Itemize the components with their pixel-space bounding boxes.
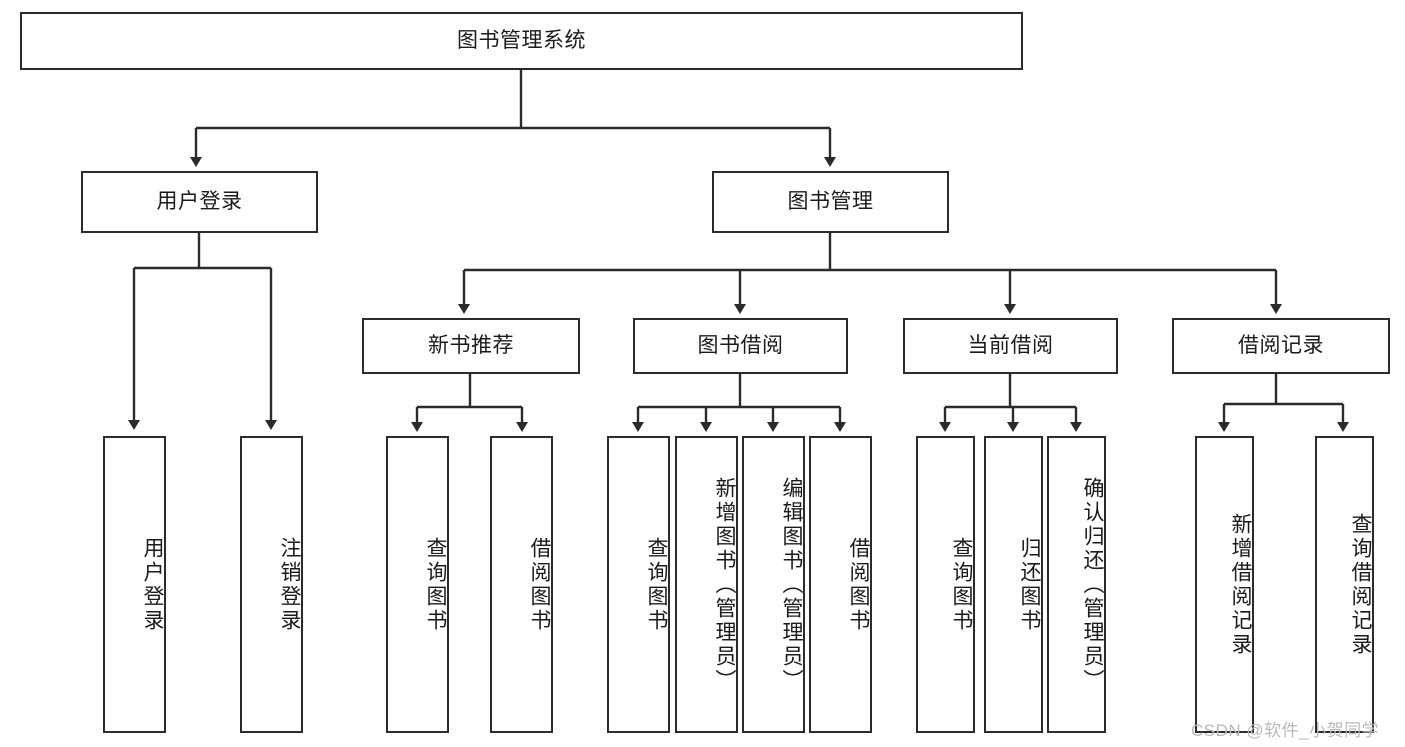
csdn-watermark: CSDN @软件_小贺同学 [1191,721,1380,740]
node-user-login[interactable]: 用户登录 [81,171,318,233]
leaf-borrow-book-borrow[interactable]: 借阅图书 [809,436,872,733]
node-borrow-record[interactable]: 借阅记录 [1172,318,1390,374]
node-new-book-recommend[interactable]: 新书推荐 [362,318,580,374]
leaf-query-book-current[interactable]: 查询图书 [916,436,975,733]
node-current-borrow[interactable]: 当前借阅 [903,318,1118,374]
leaf-user-login[interactable]: 用户登录 [103,436,166,733]
leaf-borrow-book-recommend[interactable]: 借阅图书 [490,436,553,733]
leaf-confirm-return-admin[interactable]: 确认归还（管理员） [1047,436,1106,733]
leaf-edit-book-admin[interactable]: 编辑图书（管理员） [742,436,805,733]
leaf-query-book-recommend[interactable]: 查询图书 [386,436,449,733]
leaf-query-book-borrow[interactable]: 查询图书 [607,436,670,733]
leaf-query-borrow-record[interactable]: 查询借阅记录 [1315,436,1374,733]
node-root-system[interactable]: 图书管理系统 [20,12,1023,70]
node-book-manage[interactable]: 图书管理 [712,171,949,233]
node-book-borrow[interactable]: 图书借阅 [633,318,848,374]
leaf-return-book[interactable]: 归还图书 [984,436,1043,733]
leaf-add-book-admin[interactable]: 新增图书（管理员） [675,436,738,733]
leaf-add-borrow-record[interactable]: 新增借阅记录 [1195,436,1254,733]
leaf-logout-login[interactable]: 注销登录 [240,436,303,733]
